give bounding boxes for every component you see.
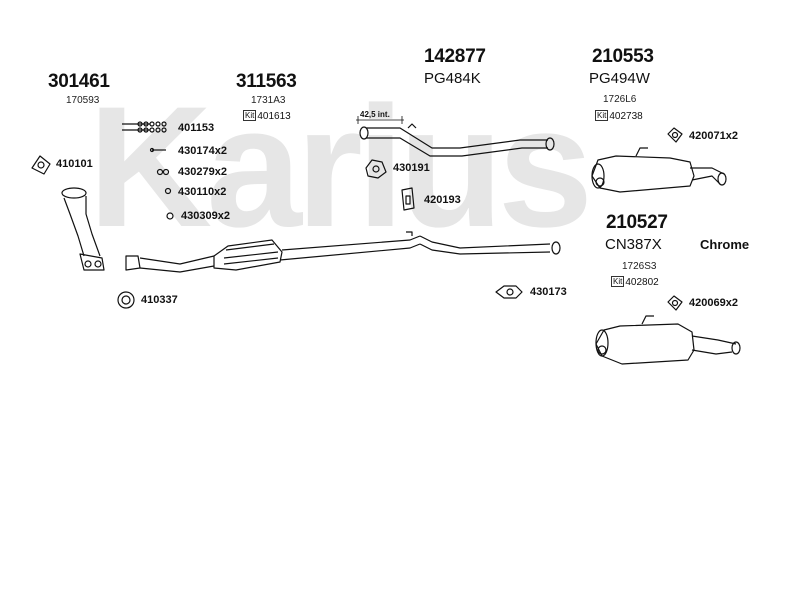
part-ref-1726s3: 1726S3 xyxy=(622,261,657,272)
gasket-410101-icon xyxy=(31,155,51,175)
part-label-430309: 430309x2 xyxy=(181,210,230,222)
kit-number: 402802 xyxy=(625,277,659,288)
part-label-430191: 430191 xyxy=(393,162,430,174)
catalytic-converter-drawing xyxy=(125,235,421,273)
part-label-430173: 430173 xyxy=(530,286,567,298)
middle-pipe-drawing xyxy=(406,231,561,255)
kit-badge: Kit xyxy=(243,110,257,121)
kit-badge: Kit xyxy=(595,110,609,121)
mount-420071-icon xyxy=(667,127,683,143)
part-label-401153: 401153 xyxy=(178,122,215,134)
part-label-410101: 410101 xyxy=(56,158,93,170)
dimension-label: 42,5 int. xyxy=(360,110,390,119)
front-downpipe-drawing xyxy=(61,187,105,271)
bolt-401153-icon xyxy=(122,121,167,133)
hanger-420193-icon xyxy=(401,187,415,211)
part-code-210553: 210553 xyxy=(592,46,654,67)
part-sub-pg484k: PG484K xyxy=(424,70,481,87)
clamp-430173-icon xyxy=(495,285,523,299)
bolt-430174-icon xyxy=(149,147,166,153)
nut-430309-icon xyxy=(166,212,174,220)
part-ref-1726l6: 1726L6 xyxy=(603,94,637,105)
part-label-430174: 430174x2 xyxy=(178,145,227,157)
part-code-210527: 210527 xyxy=(606,212,668,233)
part-label-410337: 410337 xyxy=(141,294,178,306)
kit-number: 401613 xyxy=(257,111,291,122)
mount-420069-icon xyxy=(667,295,683,311)
part-label-420071: 420071x2 xyxy=(689,130,738,142)
part-code-142877: 142877 xyxy=(424,46,486,67)
intermediate-pipe-drawing xyxy=(356,116,555,157)
part-sub-170593: 170593 xyxy=(66,95,100,106)
part-label-430110: 430110x2 xyxy=(178,186,227,198)
part-label-420069: 420069x2 xyxy=(689,297,738,309)
kit-number: 402738 xyxy=(609,111,643,122)
rear-silencer-lower-drawing xyxy=(595,315,741,365)
rear-silencer-upper-drawing xyxy=(591,147,727,193)
clamp-430191-icon xyxy=(365,159,387,179)
part-sub-pg494w: PG494W xyxy=(589,70,650,87)
kit-badge: Kit xyxy=(611,276,625,287)
nut-430279-icon xyxy=(156,168,170,176)
part-label-420193: 420193 xyxy=(424,194,461,206)
part-sub-cn387x: CN387X xyxy=(605,236,662,253)
part-sub-1731a3: 1731A3 xyxy=(251,95,286,106)
part-code-301461: 301461 xyxy=(48,71,110,92)
ring-410337-icon xyxy=(117,291,135,309)
part-label-430279: 430279x2 xyxy=(178,166,227,178)
chrome-label: Chrome xyxy=(700,237,750,252)
washer-430110-icon xyxy=(164,187,172,195)
brand-watermark: Karius xyxy=(88,71,593,263)
part-code-311563: 311563 xyxy=(236,71,297,92)
